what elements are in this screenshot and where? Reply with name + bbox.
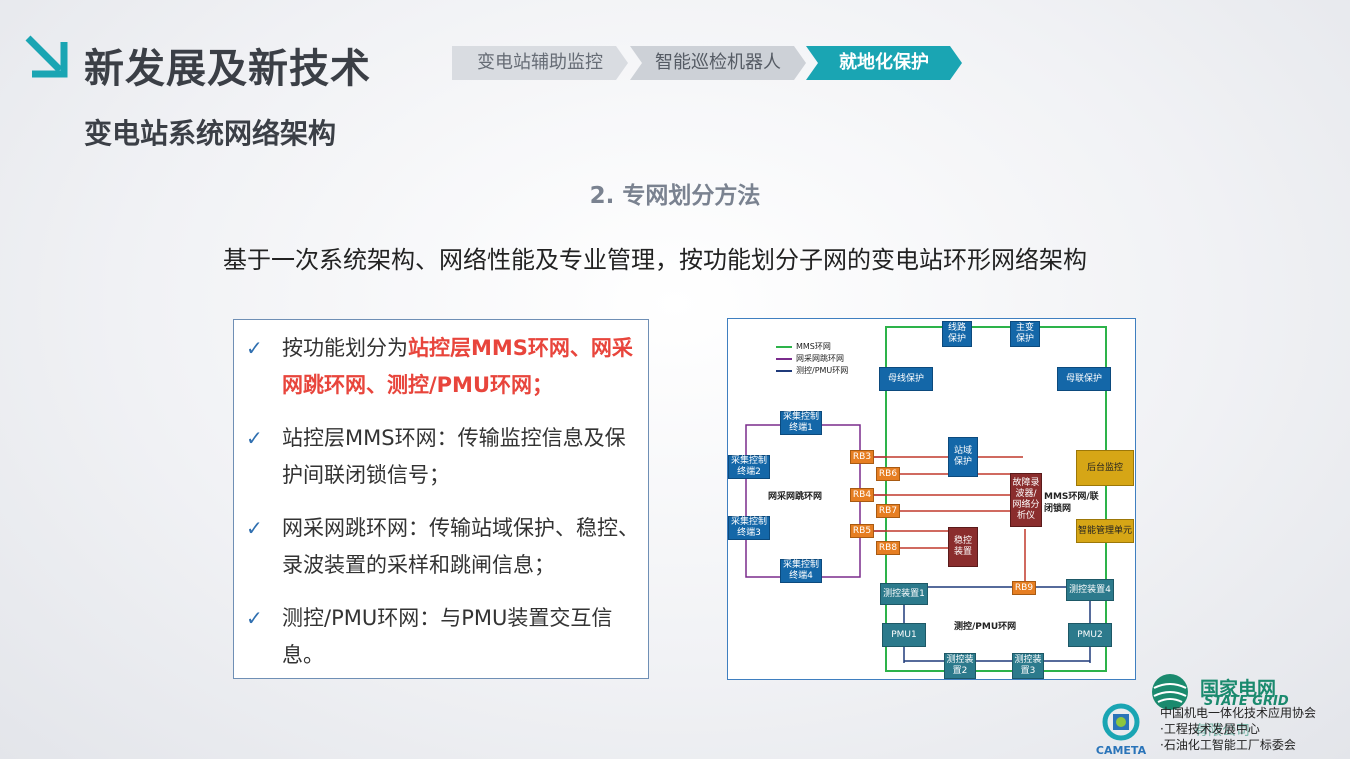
meas-device-4: 测控装置4 bbox=[1066, 579, 1114, 601]
ctrl-terminal-4: 采集控制终端4 bbox=[780, 559, 822, 583]
breadcrumb-item-local-protect[interactable]: 就地化保护 bbox=[806, 46, 962, 80]
net-ring-label: 网采网跳环网 bbox=[768, 492, 823, 502]
legend-mms: MMS环网 bbox=[776, 341, 831, 352]
meas-device-3: 测控装置3 bbox=[1012, 653, 1044, 679]
station-protect-box: 站域保护 bbox=[948, 437, 978, 477]
stability-box: 稳控装置 bbox=[948, 527, 978, 567]
breadcrumb-item-robot[interactable]: 智能巡检机器人 bbox=[630, 46, 806, 80]
bus-link-protect-box: 母联保护 bbox=[1057, 367, 1111, 391]
rb5-switch: RB5 bbox=[850, 524, 874, 538]
meas-device-1: 测控装置1 bbox=[880, 583, 928, 605]
section-title: 2. 专网划分方法 bbox=[589, 183, 761, 209]
bullet-item: ✓ 测控/PMU环网：与PMU装置交互信息。 bbox=[246, 600, 642, 674]
check-icon: ✓ bbox=[246, 606, 263, 630]
association-text: 中国机电一体化技术应用协会 ·工程技术发展中心 ·石油化工智能工厂标委会 bbox=[1160, 706, 1317, 752]
ctrl-terminal-1: 采集控制终端1 bbox=[780, 411, 822, 435]
bullet-highlight: 站控层MMS环网、网采网跳环网、测控/PMU环网； bbox=[282, 336, 633, 397]
bullet-item: ✓ 网采网跳环网：传输站域保护、稳控、录波装置的采样和跳闸信息； bbox=[246, 510, 642, 584]
check-icon: ✓ bbox=[246, 336, 263, 360]
rb7-switch: RB7 bbox=[876, 504, 900, 518]
svg-text:CAMETA: CAMETA bbox=[1096, 744, 1147, 757]
recorder-box: 故障录波器/网络分析仪 bbox=[1010, 473, 1042, 527]
rb3-switch: RB3 bbox=[850, 450, 874, 464]
ctrl-terminal-2: 采集控制终端2 bbox=[728, 455, 770, 479]
bullet-item: ✓ 按功能划分为站控层MMS环网、网采网跳环网、测控/PMU环网； bbox=[246, 330, 642, 404]
pmu1-box: PMU1 bbox=[882, 623, 926, 647]
rb9-switch: RB9 bbox=[1012, 581, 1036, 595]
bullet-item: ✓ 站控层MMS环网：传输监控信息及保护间联闭锁信号； bbox=[246, 420, 642, 494]
network-diagram: MMS环网 网采网跳环网 测控/PMU环网 线路保护 主变保护 母线保护 母联保… bbox=[727, 318, 1136, 680]
state-grid-name-en: STATE GRID bbox=[1204, 694, 1289, 709]
bullet-text: 站控层MMS环网：传输监控信息及保护间联闭锁信号； bbox=[282, 426, 626, 487]
mms-ring-label: MMS环网/联闭锁网 bbox=[1044, 492, 1099, 514]
legend-pmu: 测控/PMU环网 bbox=[776, 365, 848, 376]
bullet-text: 按功能划分为 bbox=[282, 336, 408, 360]
rb4-switch: RB4 bbox=[850, 488, 874, 502]
state-grid-company: 有限公司 bbox=[1194, 723, 1250, 739]
state-grid-name: 国家电网 bbox=[1200, 678, 1277, 700]
line-protect-box: 线路保护 bbox=[942, 321, 972, 347]
meas-device-2: 测控装置2 bbox=[944, 653, 976, 679]
section-headline: 基于一次系统架构、网络性能及专业管理，按功能划分子网的变电站环形网络架构 bbox=[223, 246, 1087, 274]
breadcrumb-item-aux-monitor[interactable]: 变电站辅助监控 bbox=[452, 46, 628, 80]
rb6-switch: RB6 bbox=[876, 467, 900, 481]
cameta-logo-icon: CAMETA bbox=[1096, 703, 1147, 757]
pmu2-box: PMU2 bbox=[1068, 623, 1112, 647]
bus-protect-box: 母线保护 bbox=[879, 367, 933, 391]
pmu-ring-label: 测控/PMU环网 bbox=[954, 622, 1017, 632]
check-icon: ✓ bbox=[246, 426, 263, 450]
smart-unit-box: 智能管理单元 bbox=[1076, 519, 1134, 543]
bullet-panel: ✓ 按功能划分为站控层MMS环网、网采网跳环网、测控/PMU环网； ✓ 站控层M… bbox=[233, 319, 649, 679]
rb8-switch: RB8 bbox=[876, 541, 900, 555]
legend-net: 网采网跳环网 bbox=[776, 353, 844, 364]
bullet-text: 网采网跳环网：传输站域保护、稳控、录波装置的采样和跳闸信息； bbox=[282, 516, 639, 577]
ctrl-terminal-3: 采集控制终端3 bbox=[728, 516, 770, 540]
check-icon: ✓ bbox=[246, 516, 263, 540]
main-protect-box: 主变保护 bbox=[1010, 321, 1040, 347]
page-subtitle: 变电站系统网络架构 bbox=[84, 117, 337, 150]
bullet-text: 测控/PMU环网：与PMU装置交互信息。 bbox=[282, 606, 613, 667]
backend-monitor-box: 后台监控 bbox=[1076, 450, 1134, 486]
state-grid-logo-icon bbox=[1152, 674, 1188, 710]
page-title: 新发展及新技术 bbox=[84, 46, 371, 92]
corner-arrow-icon bbox=[25, 35, 68, 78]
